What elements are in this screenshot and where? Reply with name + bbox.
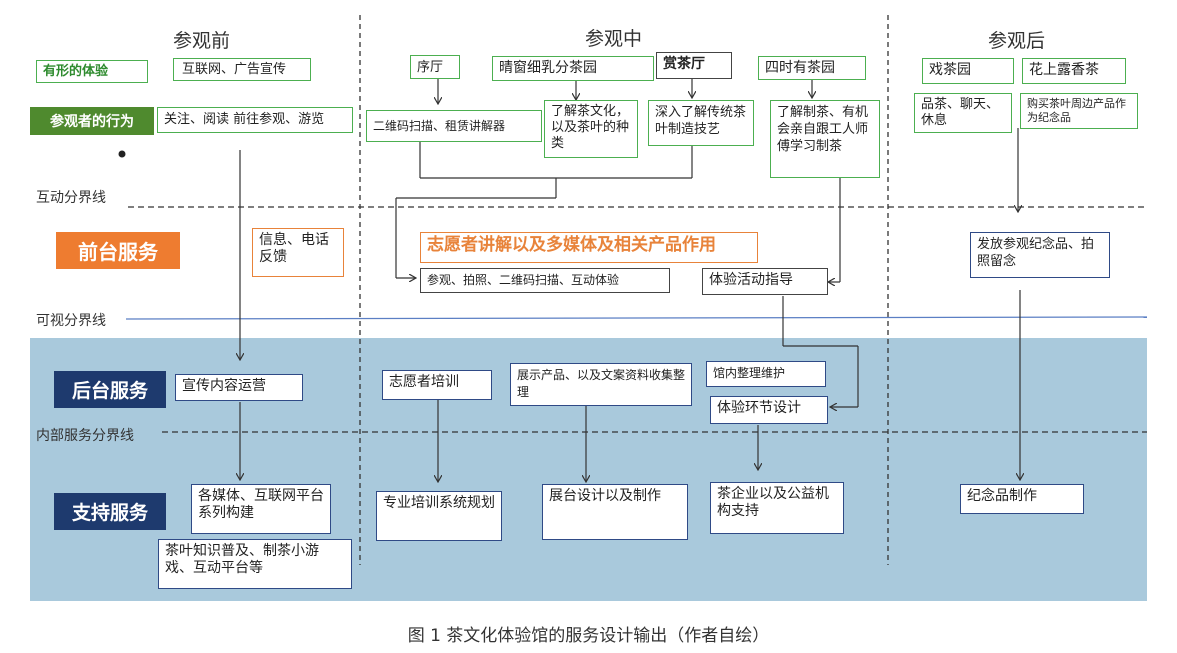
figure-caption: 图 1 茶文化体验馆的服务设计输出（作者自绘） [407, 626, 770, 646]
exhibit-design-box: 展台设计以及制作 [542, 484, 688, 540]
phase-during-title: 参观中 [585, 28, 643, 50]
phase-before-title: 参观前 [173, 30, 231, 52]
info-feedback-box: 信息、电话反馈 [252, 228, 344, 277]
lane-tangible-label: 有形的体验 [36, 60, 148, 83]
activity-guide-box: 体验活动指导 [702, 268, 828, 295]
internet-ads-box: 互联网、广告宣传 [173, 58, 311, 81]
hall-maintenance-box: 馆内整理维护 [706, 361, 826, 387]
qr-rent-box: 二维码扫描、租赁讲解器 [366, 110, 542, 142]
enterprise-support-box: 茶企业以及公益机构支持 [710, 482, 844, 534]
lane-frontstage-label: 前台服务 [56, 232, 180, 269]
volunteer-training-box: 志愿者培训 [382, 370, 492, 400]
lane-support-label: 支持服务 [54, 493, 166, 530]
visit-photo-box: 参观、拍照、二维码扫描、互动体验 [420, 268, 670, 293]
phase-after-title: 参观后 [988, 30, 1046, 52]
tea-hall-box: 赏茶厅 [656, 52, 732, 79]
learn-culture-box: 了解茶文化，以及茶叶的种类 [544, 100, 638, 158]
internal-line-label: 内部服务分界线 [36, 428, 134, 444]
lane-visitor-behavior-label: 参观者的行为 [30, 107, 154, 135]
souvenir-making-box: 纪念品制作 [960, 484, 1084, 514]
attention-visit-box: 关注、阅读 前往参观、游览 [157, 107, 353, 133]
lane-backstage-label: 后台服务 [54, 371, 166, 408]
interaction-line-label: 互动分界线 [36, 190, 106, 206]
souvenir-photo-box: 发放参观纪念品、拍照留念 [970, 232, 1110, 278]
deep-learn-box: 深入了解传统茶叶制造技艺 [648, 100, 754, 146]
visibility-line-label: 可视分界线 [36, 313, 106, 329]
opera-garden-box: 戏茶园 [922, 58, 1014, 84]
four-seasons-box: 四时有茶园 [758, 56, 866, 80]
buy-souvenir-box: 购买茶叶周边产品作为纪念品 [1020, 93, 1138, 129]
sunny-window-box: 晴窗细乳分茶园 [492, 56, 654, 81]
learn-making-box: 了解制茶、有机会亲自跟工人师傅学习制茶 [770, 100, 880, 178]
media-platform-box: 各媒体、互联网平台系列构建 [191, 484, 331, 534]
experience-design-box: 体验环节设计 [710, 396, 828, 424]
foyer-box: 序厅 [410, 55, 460, 79]
volunteer-media-box: 志愿者讲解以及多媒体及相关产品作用 [420, 232, 758, 263]
training-system-box: 专业培训系统规划 [376, 491, 502, 541]
taste-rest-box: 品茶、聊天、休息 [914, 93, 1012, 133]
publicity-ops-box: 宣传内容运营 [175, 374, 303, 401]
product-display-box: 展示产品、以及文案资料收集整理 [510, 363, 692, 406]
tea-knowledge-box: 茶叶知识普及、制茶小游戏、互动平台等 [158, 539, 352, 589]
flower-tea-box: 花上露香茶 [1022, 58, 1126, 84]
